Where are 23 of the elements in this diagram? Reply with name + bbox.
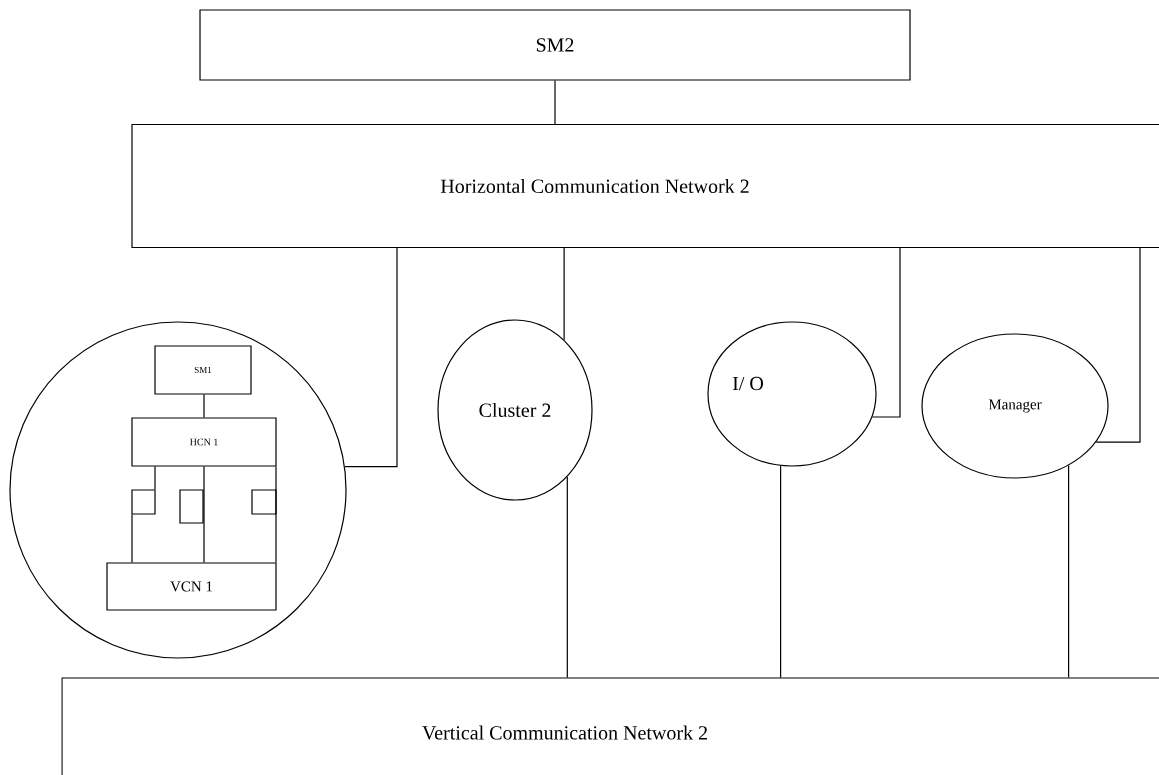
network-box: VCN 1 — [106, 562, 277, 611]
connector-line — [131, 514, 133, 563]
cluster-circle — [9, 321, 347, 659]
connector-line — [1068, 464, 1070, 678]
network-box: HCN 1 — [131, 417, 277, 467]
connector-line — [344, 247, 398, 468]
connector-line — [566, 476, 568, 678]
node-box — [179, 489, 204, 524]
node-box — [131, 489, 156, 515]
connector-line — [1095, 247, 1141, 443]
module-box: SM2 — [199, 9, 911, 81]
connector-line — [203, 465, 205, 563]
connector-line — [154, 465, 156, 490]
network-box: Horizontal Communication Network 2 — [131, 123, 1159, 249]
network-box: Vertical Communication Network 2 — [61, 677, 1159, 775]
connector-line — [871, 247, 901, 418]
connector-line — [554, 80, 556, 125]
connector-line — [203, 394, 205, 418]
connector-line — [780, 465, 782, 678]
node-box — [251, 489, 277, 515]
connector-line — [563, 247, 565, 341]
connector-line — [275, 465, 277, 563]
module-box: SM1 — [154, 345, 252, 395]
